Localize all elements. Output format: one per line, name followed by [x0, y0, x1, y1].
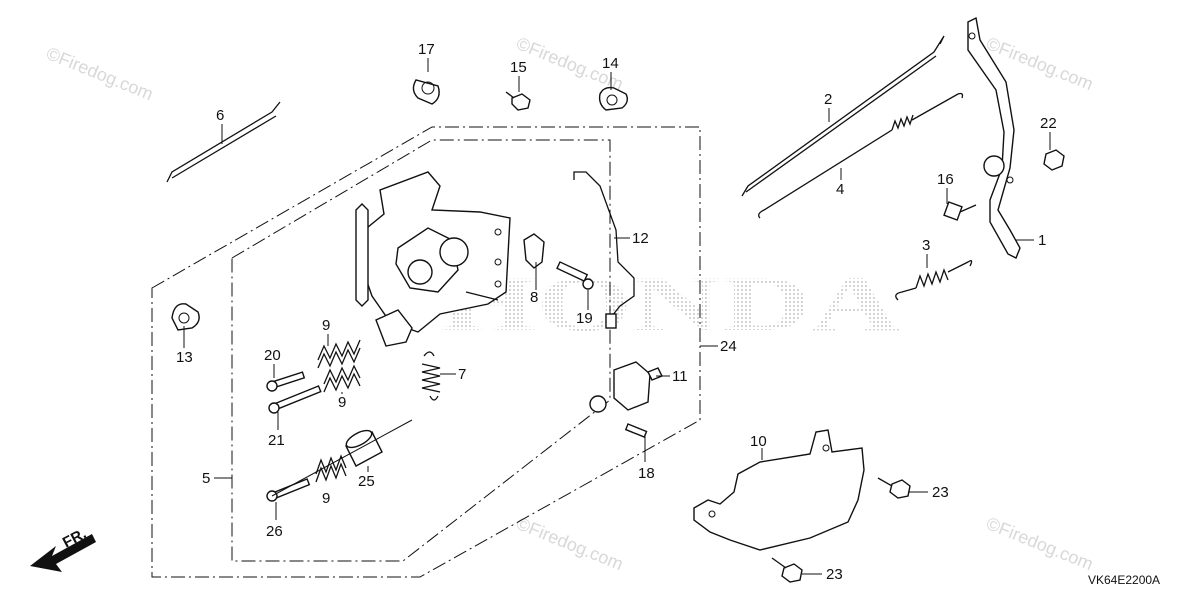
callout-1: 1 — [1038, 232, 1046, 249]
spring-part-9 — [315, 454, 347, 483]
callout-23: 23 — [932, 484, 949, 501]
bolt-part-20 — [266, 371, 306, 392]
callout-20: 20 — [264, 347, 281, 364]
rod-part-2 — [741, 35, 945, 197]
callout-25: 25 — [358, 473, 375, 490]
callout-10: 10 — [750, 433, 767, 450]
callout-17: 17 — [418, 41, 435, 58]
callout-16: 16 — [937, 171, 954, 188]
spring-part-7 — [421, 351, 441, 401]
screw-part-19 — [556, 261, 594, 290]
clip-part-13 — [171, 303, 200, 331]
callout-6: 6 — [216, 107, 224, 124]
bolt-part-23 — [877, 477, 911, 499]
callout-9: 9 — [322, 317, 330, 334]
callout-21: 21 — [268, 432, 285, 449]
clip-part-17 — [412, 79, 440, 105]
watermark: ©Firedog.com — [984, 513, 1097, 574]
brand-watermark: HONDA — [440, 260, 900, 347]
spring-part-9 — [317, 339, 361, 369]
leader-lines — [183, 58, 1051, 575]
callout-13: 13 — [176, 349, 193, 366]
callout-24: 24 — [720, 338, 737, 355]
nut-part-22 — [1043, 149, 1065, 171]
callout-9: 9 — [322, 490, 330, 507]
cover-part-10 — [693, 429, 865, 551]
callout-14: 14 — [602, 55, 619, 72]
callout-18: 18 — [638, 465, 655, 482]
switch-part-11 — [589, 361, 663, 413]
callout-labels: 6 17 15 14 2 4 22 16 1 3 12 8 19 13 9 20… — [176, 41, 1057, 583]
front-direction-arrow: FR. — [30, 525, 96, 572]
cable-part-4 — [758, 92, 964, 219]
callout-7: 7 — [458, 366, 466, 383]
callout-3: 3 — [922, 237, 930, 254]
diagram-code: VK64E2200A — [1088, 573, 1160, 587]
wire-part-12 — [573, 171, 635, 329]
bolt-part-26 — [266, 478, 311, 502]
watermark: ©Firedog.com — [44, 43, 157, 104]
nut-part-16 — [943, 201, 977, 221]
spring-part-9 — [323, 364, 361, 393]
bolt-part-23 — [771, 557, 803, 583]
callout-4: 4 — [836, 181, 844, 198]
callout-2: 2 — [824, 91, 832, 108]
callout-5: 5 — [202, 470, 210, 487]
callout-15: 15 — [510, 59, 527, 76]
collar-part-25 — [345, 429, 383, 467]
clamp-part-14 — [598, 86, 629, 111]
callout-26: 26 — [266, 523, 283, 540]
callout-22: 22 — [1040, 115, 1057, 132]
callout-9: 9 — [338, 394, 346, 411]
control-plate-assembly — [355, 171, 511, 347]
watermark: ©Firedog.com — [514, 513, 627, 574]
assembly-outline-24 — [151, 126, 701, 578]
callout-11: 11 — [672, 368, 688, 385]
callout-23: 23 — [826, 566, 843, 583]
callout-12: 12 — [632, 230, 649, 247]
screw-part-18 — [624, 423, 648, 438]
lever-part-1 — [967, 16, 1021, 259]
callout-8: 8 — [530, 289, 538, 306]
bolt-part-15 — [505, 91, 531, 111]
spring-part-3 — [895, 260, 973, 301]
bracket-part-8 — [523, 233, 545, 269]
callout-19: 19 — [576, 310, 593, 327]
bolt-part-21 — [268, 385, 322, 414]
